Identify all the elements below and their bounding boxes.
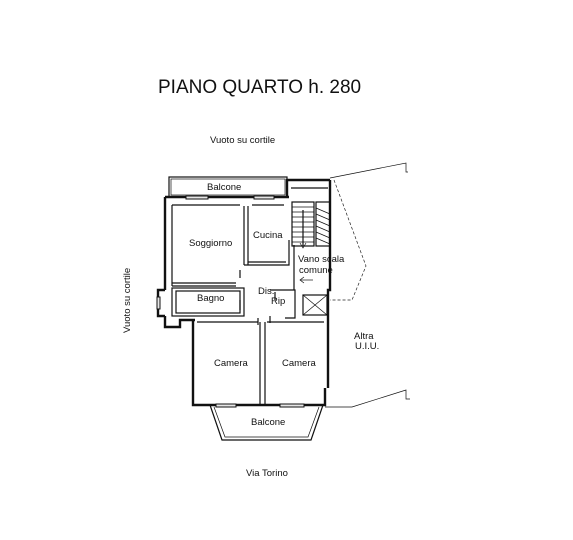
label-bagno: Bagno — [197, 293, 224, 304]
balcone-bottom-outline — [209, 404, 324, 441]
label-uiu: U.I.U. — [355, 341, 379, 352]
label-balcone-top: Balcone — [207, 182, 241, 193]
label-rip: Rip — [271, 296, 285, 307]
neighbour-outline — [325, 162, 410, 408]
label-soggiorno: Soggiorno — [189, 238, 232, 249]
label-camera-right: Camera — [282, 358, 317, 369]
label-cucina: Cucina — [253, 230, 283, 241]
windows — [156, 195, 305, 408]
label-vano-scala: Vano scala — [298, 254, 345, 265]
label-altra: Altra — [354, 331, 374, 342]
label-vano-scala-comune: comune — [299, 265, 333, 276]
label-vuoto-left: Vuoto su cortile — [122, 268, 133, 333]
elevator-shaft — [302, 294, 328, 316]
label-vuoto-top: Vuoto su cortile — [210, 135, 275, 146]
label-dis: Dis. — [258, 286, 274, 297]
staircase — [291, 201, 331, 284]
doors — [239, 270, 271, 325]
label-camera-left: Camera — [214, 358, 249, 369]
interior-walls — [171, 187, 328, 405]
label-balcone-bottom: Balcone — [251, 417, 285, 428]
label-via-torino: Via Torino — [246, 468, 288, 479]
plan-title: PIANO QUARTO h. 280 — [158, 77, 361, 98]
